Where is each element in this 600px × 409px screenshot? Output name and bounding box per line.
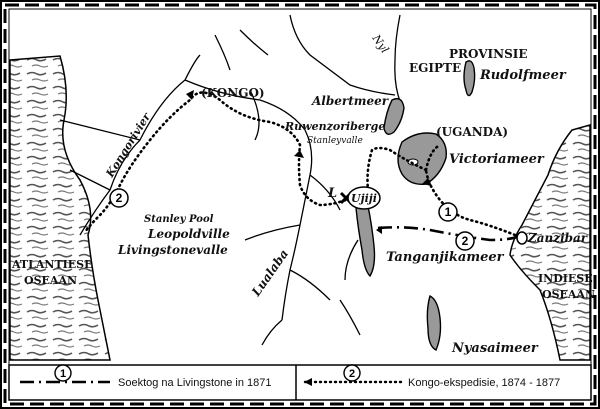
label-tanganjikameer: Tanganjikameer [386,250,505,265]
label-atlantic-2: OSEAAN [24,274,77,287]
legend: 1 Soektog na Livingstone in 1871 2 Kongo… [8,364,592,401]
zanzibar-island [516,231,528,245]
label-egipte: EGIPTE [409,61,461,75]
label-stanleyvalle: Stanleyvalle [307,136,363,146]
indian-ocean [509,124,591,361]
lakes [355,60,476,351]
label-ruwenzori: Ruwenzoriberge [284,120,385,133]
legend-route-2-label: Kongo-ekspedisie, 1874 - 1877 [408,377,560,389]
label-indian-2: OSEAAN [542,288,595,301]
lake-nyasa [426,294,442,351]
label-indian-1: INDIESE [538,272,593,285]
legend-route-1-circle [54,364,72,382]
lake-rudolf [463,60,476,97]
lake-victoria [397,132,447,185]
route-number-circles [109,188,475,251]
rivers [59,14,401,346]
label-kongo: (KONGO) [201,86,265,100]
legend-route-2-number: 2 [349,368,355,380]
label-atlantic-1: ATLANTIESE [11,258,93,271]
atlantic-ocean [9,55,111,361]
label-livingstonevalle: Livingstonevalle [117,243,228,257]
ujiji-circle [347,186,381,210]
label-stanley-pool: Stanley Pool [144,214,214,225]
map-dashed-frame [3,3,597,406]
label-nyasaimeer: Nyasaimeer [451,341,539,356]
route-marker-2-west: 2 [116,191,123,205]
label-livingstone-l: L [327,186,337,201]
label-zanzibar: Zanzibar [527,231,589,245]
label-victoriameer: Victoriameer [449,152,545,167]
lake-albert [383,97,405,135]
route-marker-2-east: 2 [462,234,469,248]
legend-route-1-label: Soektog na Livingstone in 1871 [118,377,272,389]
label-albertmeer: Albertmeer [311,94,390,108]
label-rudolfmeer: Rudolfmeer [479,68,567,83]
legend-route-1-number: 1 [60,368,66,380]
label-ujiji: Ujiji [351,192,377,205]
legend-route-2-circle [343,364,361,382]
label-leopoldville: Leopoldville [147,227,230,241]
route-marker-1-east: 1 [445,205,452,219]
label-provinsie: PROVINSIE [449,47,528,61]
label-uganda: (UGANDA) [436,125,508,139]
